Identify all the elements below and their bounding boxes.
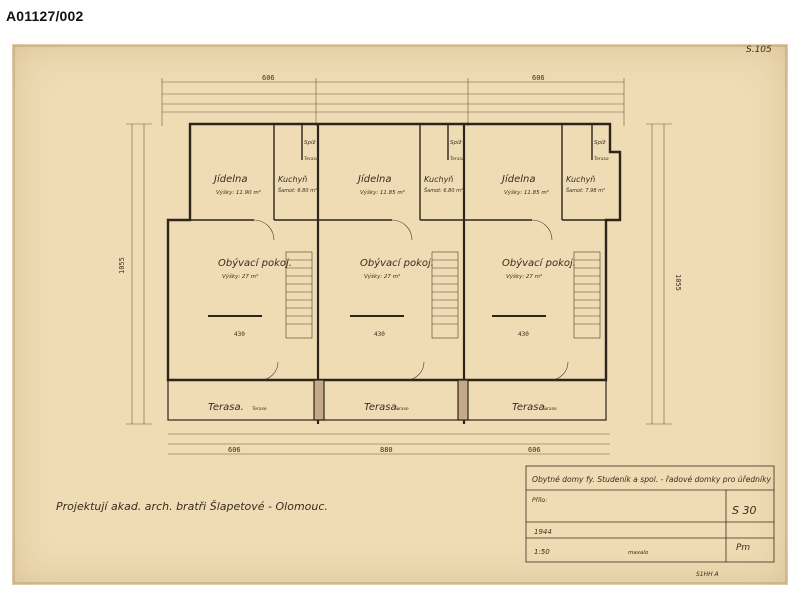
room-kuchyn-2: Kuchyň — [424, 175, 453, 184]
room-kuchyn-3: Kuchyň — [566, 175, 595, 184]
terrace-2: Terasa. — [364, 402, 400, 413]
room-obyvaci-3: Obývací pokoj. — [502, 257, 576, 269]
title-block-sheet: S 30 — [732, 504, 756, 517]
dim-bottom-2: 880 — [380, 446, 393, 454]
title-block-frame — [525, 465, 775, 563]
drawing-sheet — [12, 44, 788, 585]
room-kuchyn-2-area: Šamot: 6.80 m² — [424, 187, 463, 194]
room-width-2: 430 — [374, 331, 385, 338]
dim-bottom-1: 606 — [228, 446, 241, 454]
bottom-dimension-lines — [168, 433, 610, 455]
door-swings — [253, 219, 569, 381]
dim-top-1: 606 — [262, 74, 275, 82]
room-width-1: 430 — [234, 331, 245, 338]
title-block-title: Obytné domy fy. Studeník a spol. - řadov… — [532, 475, 772, 484]
room-kuchyn-1: Kuchyň — [278, 175, 307, 184]
exterior-walls — [166, 122, 622, 382]
room-jidelna-1: Jídelna — [212, 173, 247, 185]
title-block-field: Přílo: — [532, 497, 547, 504]
room-jidelna-1-area: Výšky: 11.90 m² — [216, 189, 262, 196]
title-block-page-code: Pm — [736, 543, 750, 553]
dim-top-2: 606 — [532, 74, 545, 82]
room-teras-2: Terasa — [450, 156, 465, 162]
room-obyvaci-2: Obývací pokoj. — [360, 257, 434, 269]
room-teras-1: Terasa — [304, 156, 319, 162]
dim-right: 1055 — [674, 274, 682, 291]
title-block-year: 1944 — [534, 528, 552, 536]
room-jidelna-3: Jídelna — [500, 173, 535, 185]
staircases — [285, 251, 601, 339]
terrace-3: Terasa. — [512, 402, 548, 413]
corner-stamp: S.105 — [746, 45, 772, 55]
room-spiz-2: Spíž — [450, 139, 462, 146]
top-dimension-lines — [161, 78, 625, 126]
title-block-scale: 1:50 — [534, 548, 550, 556]
floor-plan-drawing: S.105 606 606 1055 1055 — [13, 45, 787, 584]
dim-left: 1055 — [118, 257, 126, 274]
terrace-2-small: Terase — [394, 406, 409, 412]
room-width-3: 430 — [518, 331, 529, 338]
room-obyvaci-1: Obývací pokoj. — [218, 257, 292, 269]
terrace-1-small: Terase — [252, 406, 267, 412]
document-id: A01127/002 — [6, 8, 84, 24]
room-jidelna-2-area: Výšky: 11.85 m² — [360, 189, 406, 196]
terrace-3-small: Terase — [542, 406, 557, 412]
room-teras-3: Terasa — [594, 156, 609, 162]
room-spiz-1: Spíž — [304, 139, 316, 146]
dim-bottom-3: 606 — [528, 446, 541, 454]
room-jidelna-2: Jídelna — [356, 173, 391, 185]
room-kuchyn-3-area: Šamot: 7.98 m² — [566, 187, 605, 194]
room-kuchyn-1-area: Šamot: 6.80 m² — [278, 187, 317, 194]
room-obyvaci-2-area: Výšky: 27 m² — [364, 273, 401, 280]
side-dimension-lines — [126, 123, 672, 425]
title-block-drawn: maxalo — [628, 550, 649, 556]
terraces — [167, 379, 607, 421]
architects-note: Projektují akad. arch. bratři Šlapetové … — [56, 500, 328, 513]
room-spiz-3: Spíž — [594, 139, 606, 146]
room-obyvaci-3-area: Výšky: 27 m² — [506, 273, 543, 280]
room-jidelna-3-area: Výšky: 11.85 m² — [504, 189, 550, 196]
terrace-1: Terasa. — [208, 402, 244, 413]
party-walls — [316, 124, 466, 424]
interior-walls — [190, 124, 606, 221]
bottom-stamp: S1HH A — [696, 571, 719, 578]
room-obyvaci-1-area: Výšky: 27 m² — [222, 273, 259, 280]
